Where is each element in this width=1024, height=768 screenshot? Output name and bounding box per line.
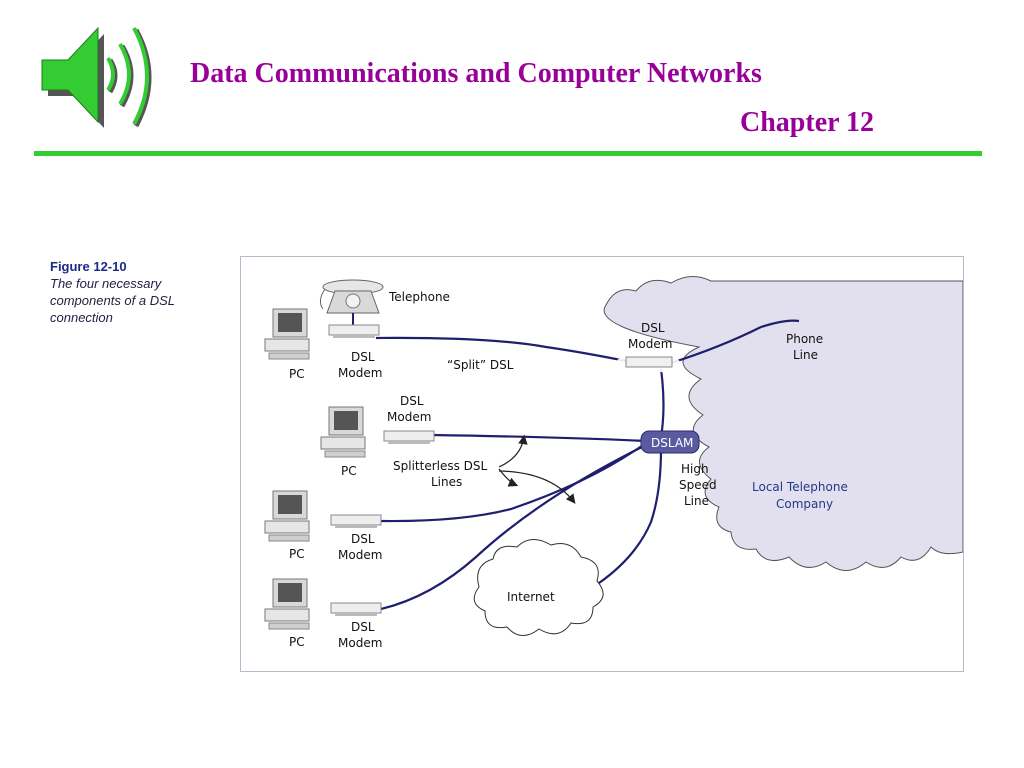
high-speed-line-label: Line (684, 494, 709, 508)
high-speed-line-label: High (681, 462, 709, 476)
slide-title: Data Communications and Computer Network… (190, 58, 762, 89)
pc-icon (264, 308, 310, 360)
dsl-modem-label: Modem (338, 548, 382, 562)
internet-label: Internet (507, 590, 555, 604)
dsl-modem-label: Modem (338, 366, 382, 380)
figure-label: Figure 12-10 (50, 259, 127, 274)
pc-label: PC (289, 547, 305, 561)
cloud-dsl-modem-label: DSL (641, 321, 665, 335)
dslam-icon (640, 430, 700, 454)
pc-label: PC (341, 464, 357, 478)
telephone-label: Telephone (388, 290, 450, 304)
local-telephone-company-label: Company (776, 497, 833, 511)
dslam-label: DSLAM (651, 436, 693, 450)
local-telephone-cloud (603, 276, 963, 571)
splitterless-label: Splitterless DSL (393, 459, 488, 473)
dsl-diagram: Telephone PC DSL Modem “Split” DSL DSL M… (264, 276, 963, 650)
figure-caption-text: The four necessary components of a DSL c… (50, 276, 175, 325)
telephone-icon (319, 279, 384, 314)
high-speed-line-label: Speed (679, 478, 717, 492)
dsl-modem-icon (330, 602, 382, 617)
dsl-modem-label: DSL (351, 620, 375, 634)
dsl-modem-label: Modem (387, 410, 431, 424)
dsl-diagram-frame: Telephone PC DSL Modem “Split” DSL DSL M… (240, 256, 964, 672)
pc-icon (264, 578, 310, 630)
pc-label: PC (289, 367, 305, 381)
title-divider (34, 151, 982, 156)
dsl-modem-icon (383, 430, 435, 445)
split-dsl-label: “Split” DSL (447, 358, 514, 372)
phone-line-label: Line (793, 348, 818, 362)
dsl-modem-icon (616, 353, 680, 373)
dsl-modem-label: DSL (351, 350, 375, 364)
speaker-icon[interactable] (38, 20, 168, 135)
dsl-modem-icon (330, 514, 382, 529)
cloud-dsl-modem-label: Modem (628, 337, 672, 351)
dsl-modem-label: Modem (338, 636, 382, 650)
chapter-label: Chapter 12 (740, 107, 875, 138)
phone-line-label: Phone (786, 332, 823, 346)
pc-icon (320, 406, 366, 458)
dsl-modem-label: DSL (400, 394, 424, 408)
pc-label: PC (289, 635, 305, 649)
local-telephone-company-label: Local Telephone (752, 480, 848, 494)
dsl-modem-label: DSL (351, 532, 375, 546)
internet-cloud (473, 539, 604, 636)
splitterless-label: Lines (431, 475, 462, 489)
figure-caption: Figure 12-10 The four necessary componen… (50, 258, 230, 326)
pc-icon (264, 490, 310, 542)
dsl-modem-icon (328, 324, 380, 339)
